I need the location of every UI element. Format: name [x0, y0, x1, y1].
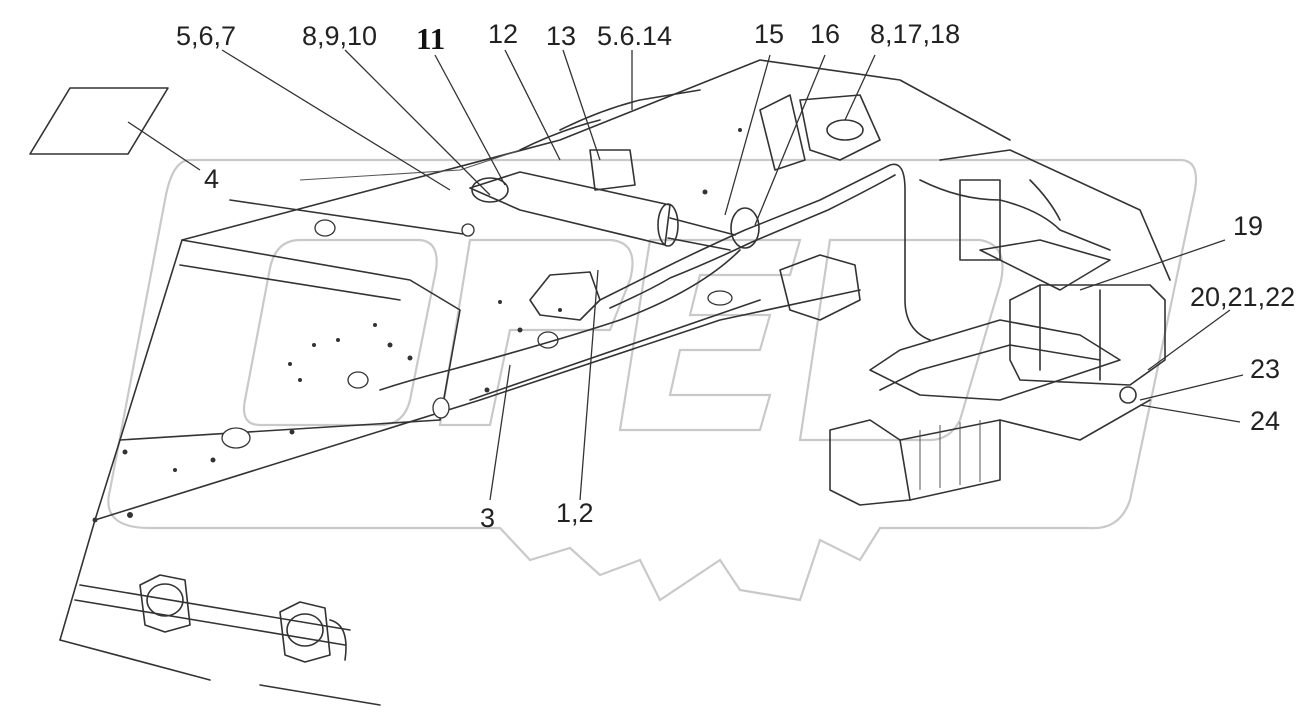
- label-12: 12: [488, 19, 518, 49]
- bumper-bracket: [829, 149, 1171, 506]
- hydraulic-lines: [379, 89, 1111, 391]
- label-19: 19: [1233, 211, 1263, 241]
- hydraulic-cylinder: [461, 171, 760, 251]
- label-5-6-7: 5,6,7: [176, 21, 236, 51]
- label-1-2: 1,2: [556, 498, 594, 528]
- label-8-17-18: 8,17,18: [870, 19, 960, 49]
- label-4: 4: [204, 164, 219, 194]
- label-3: 3: [480, 503, 495, 533]
- label-13: 13: [546, 21, 576, 51]
- label-23: 23: [1250, 354, 1280, 384]
- frame-holes: [92, 128, 742, 523]
- brackets: [529, 94, 881, 321]
- label-15: 15: [754, 19, 784, 49]
- label-5-6-14: 5.6.14: [597, 21, 672, 51]
- label-20-21-22: 20,21,22: [1190, 282, 1295, 312]
- label-11: 11: [416, 21, 445, 56]
- frame-rail: [59, 59, 1011, 706]
- leader-lines: [127, 49, 1244, 501]
- label-24: 24: [1250, 406, 1280, 436]
- callout-labels: 5,6,7 8,9,10 11 12 13 5.6.14 15 16 8,17,…: [176, 19, 1295, 533]
- stabilizer-bar: [74, 574, 351, 663]
- label-16: 16: [810, 19, 840, 49]
- watermark-logo: [107, 158, 1198, 602]
- sheet-symbol: [29, 87, 169, 155]
- control-valve: [979, 239, 1166, 404]
- label-8-9-10: 8,9,10: [302, 21, 377, 51]
